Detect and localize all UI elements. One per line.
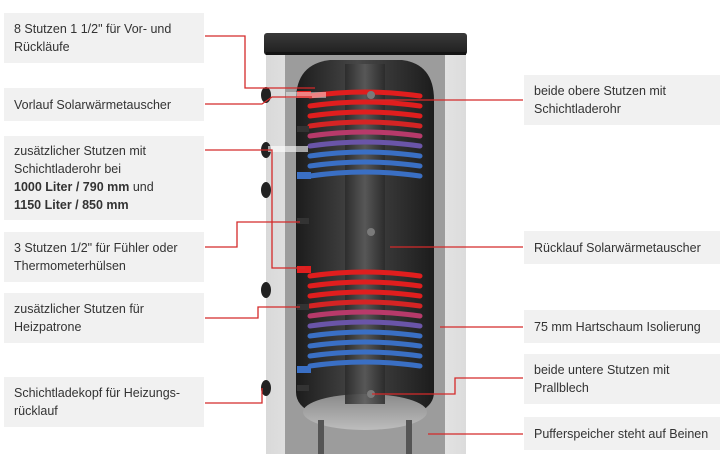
label-line: Rückläufe — [14, 40, 70, 54]
label-insulation: 75 mm Hartschaum Isolierung — [524, 310, 720, 343]
label-line: Schichtladerohr — [534, 102, 621, 116]
label-line: 1000 Liter / 790 mm und — [14, 178, 194, 196]
size-spec-1150: 1150 Liter / 850 mm — [14, 198, 129, 212]
label-line: beide untere Stutzen mit — [534, 363, 670, 377]
label-stratification-head: Schichtladekopf für Heizungs- rücklauf — [4, 377, 204, 427]
label-line: Pufferspeicher steht auf Beinen — [534, 426, 709, 441]
callout-lines — [205, 35, 523, 435]
label-port-nozzles: 8 Stutzen 1 1/2" für Vor- und Rückläufe — [4, 13, 204, 63]
label-line: zusätzlicher Stutzen für — [14, 302, 144, 316]
tank-leg — [406, 420, 412, 454]
label-extra-nozzle-stratification: zusätzlicher Stutzen mit Schichtladerohr… — [4, 136, 204, 220]
label-legs: Pufferspeicher steht auf Beinen — [524, 417, 720, 450]
lower-coil — [307, 269, 423, 369]
tank-leg — [318, 420, 324, 454]
label-line: Schichtladekopf für Heizungs- — [14, 386, 181, 400]
label-line: Prallblech — [534, 381, 589, 395]
label-sensor-nozzles: 3 Stutzen 1/2" für Fühler oder Thermomet… — [4, 232, 204, 282]
label-line: Vorlauf Solarwärmetauscher — [14, 97, 172, 112]
label-line: Thermometerhülsen — [14, 259, 126, 273]
label-line: beide obere Stutzen mit — [534, 84, 667, 98]
label-connector: und — [129, 180, 154, 194]
label-line: 1150 Liter / 850 mm — [14, 196, 194, 214]
port-stubs — [297, 91, 311, 391]
label-line: 3 Stutzen 1/2" für Fühler oder — [14, 241, 178, 255]
label-line: Heizpatrone — [14, 320, 82, 334]
size-spec-1000: 1000 Liter / 790 mm — [14, 180, 130, 194]
tank-lid — [264, 33, 467, 55]
label-lower-nozzles: beide untere Stutzen mit Prallblech — [524, 354, 720, 404]
label-upper-nozzles: beide obere Stutzen mit Schichtladerohr — [524, 75, 720, 125]
label-line: zusätzlicher Stutzen mit — [14, 144, 146, 158]
label-solar-return: Rücklauf Solarwärmetauscher — [524, 231, 720, 264]
label-line: 75 mm Hartschaum Isolierung — [534, 319, 701, 334]
label-line: rücklauf — [14, 404, 58, 418]
tank-bottom — [303, 394, 427, 430]
label-solar-flow: Vorlauf Solarwärmetauscher — [4, 88, 204, 121]
label-line: 8 Stutzen 1 1/2" für Vor- und — [14, 22, 172, 36]
label-line: Schichtladerohr bei — [14, 162, 122, 176]
label-line: Rücklauf Solarwärmetauscher — [534, 240, 701, 255]
label-heating-element-nozzle: zusätzlicher Stutzen für Heizpatrone — [4, 293, 204, 343]
upper-coil — [307, 89, 423, 179]
